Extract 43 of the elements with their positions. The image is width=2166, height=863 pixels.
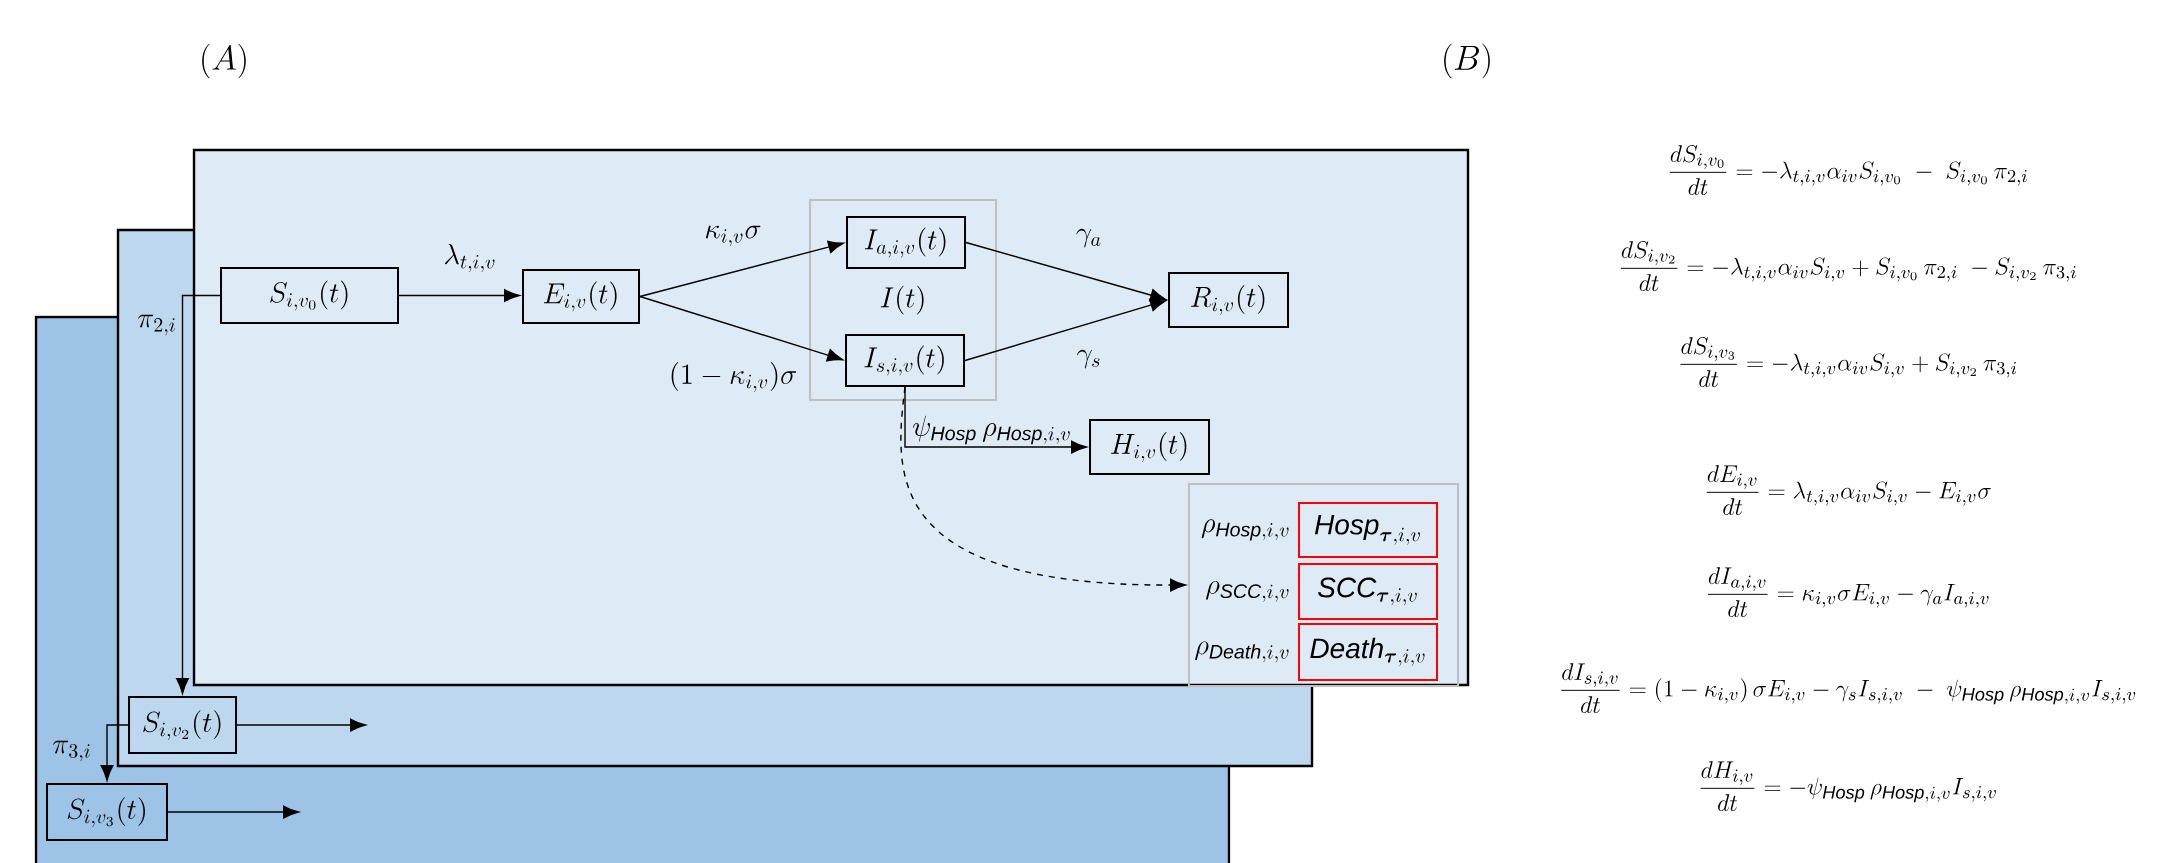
compartment-box: $S_{i,v_2}(t)$ [128,696,237,754]
outcome-box: $\mathit{SCC}_{\boldsymbol{\tau},i,v}$ [1298,563,1438,620]
node-label: $\rho_{\mathit{Death},i,v}$ [1195,641,1289,663]
equation: $\frac{dH_{i,v}}{dt}=-\psi_{\mathit{Hosp}}\,\rho_{\mathit{Hosp},i,v}I_{s,i,v}$ [1700,761,1996,812]
edge-label: $\lambda_{t,i,v}$ [445,243,495,273]
arrow [904,386,1087,454]
equation: $\frac{dE_{i,v}}{dt}=\lambda_{t,i,v}\alpha_{iv}S_{i,v}-E_{i,v}\sigma$ [1706,465,1991,516]
equation: $\frac{dS_{i,v_0}}{dt}=-\lambda_{t,i,v}\alpha_{iv}S_{i,v_0}\;-\;S_{i,v_0}\,\pi_{2,i}$ [1669,144,2027,196]
arrow [167,805,299,819]
arrow [639,295,844,362]
compartment-box: $S_{i,v_0}(t)$ [220,267,399,324]
arrow [900,386,1186,592]
compartment-box: $R_{i,v}(t)$ [1168,272,1289,328]
edge-label: $(1-\kappa_{i,v})\sigma$ [671,362,797,392]
outcome-box: $\mathit{Hosp}_{\boldsymbol{\tau},i,v}$ [1298,502,1438,558]
panel-label: $(B)$ [1444,43,1490,79]
node-label: $\rho_{\mathit{SCC},i,v}$ [1206,580,1289,602]
arrow [236,718,366,732]
outcome-box: $\mathit{Death}_{\boldsymbol{\tau},i,v}$ [1298,623,1438,681]
node-label: $\rho_{\mathit{Hosp},i,v}$ [1201,519,1289,541]
group-box [1188,483,1459,687]
arrow [964,298,1167,362]
equation: $\frac{dS_{i,v_2}}{dt}=-\lambda_{t,i,v}\alpha_{iv}S_{i,v}+S_{i,v_0}\,\pi_{2,i}\;-S_{i,v_2}\,\pi_{3,i}$ [1620,240,2076,292]
compartment-box: $S_{i,v_3}(t)$ [46,783,168,841]
equation: $\frac{dI_{a,i,v}}{dt}=\kappa_{i,v}\sigma E_{i,v}-\gamma_a I_{a,i,v}$ [1707,567,1989,618]
arrow [965,241,1167,302]
equation: $\frac{dI_{s,i,v}}{dt}=\left(1-\kappa_{i,v}\right)\sigma E_{i,v}-\gamma_s I_{s,i,v}\;-\;\psi_{\mathit{Hosp}}\,\rho_{\mathit{Hosp},i,v}I_{s,i,v}$ [1561,663,2136,714]
edge-label: $\kappa_{i,v}\sigma$ [706,225,761,247]
edge-label: $\pi_{2,i}$ [138,314,175,336]
edge-label: $\gamma_s$ [1077,349,1100,369]
compartment-box: $I_{s,i,v}(t)$ [845,334,965,387]
panel-label: $(A)$ [202,43,246,79]
edge-label: $\pi_{3,i}$ [53,740,90,762]
compartment-box: $I_{a,i,v}(t)$ [846,216,966,269]
edge-label: $\gamma_a$ [1076,228,1101,248]
arrow [398,289,520,302]
edge-label: $\psi_{\mathit{Hosp}}\,\rho_{\mathit{Hosp},i,v}$ [913,415,1070,445]
compartment-box: $H_{i,v}(t)$ [1089,419,1210,475]
arrow [639,240,845,298]
equation: $\frac{dS_{i,v_3}}{dt}=-\lambda_{t,i,v}\alpha_{iv}S_{i,v}+S_{i,v_2}\,\pi_{3,i}$ [1680,336,2017,388]
arrow [176,294,221,694]
arrow [100,724,129,781]
compartment-box: $E_{i,v}(t)$ [522,269,640,324]
